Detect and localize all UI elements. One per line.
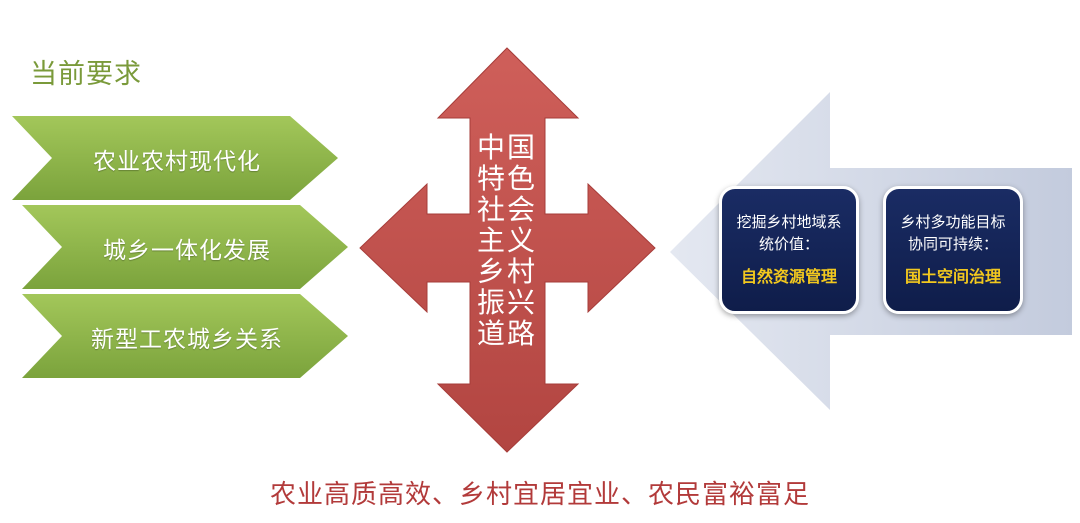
chevron-shape-2	[22, 205, 348, 289]
chevron-shape-3	[22, 294, 348, 378]
info-box-1-text: 挖掘乡村地域系统价值：	[736, 213, 842, 253]
info-box-1-highlight: 自然资源管理	[740, 267, 837, 286]
info-box-2-highlight: 国土空间治理	[904, 267, 1001, 286]
section-title: 当前要求	[30, 59, 142, 90]
info-box-2: 乡村多功能目标协同可持续： 国土空间治理	[883, 186, 1023, 314]
chevron-label-2: 城乡一体化发展	[103, 238, 271, 264]
chevron-label-1: 农业农村现代化	[93, 149, 261, 175]
footer-text: 农业高质高效、乡村宜居宜业、农民富裕富足	[269, 480, 810, 510]
chevron-shape-1	[12, 116, 338, 200]
cross-center-text: 中国特色社会主义乡村振兴道路	[476, 131, 537, 350]
info-box-2-text: 乡村多功能目标协同可持续：	[900, 213, 1006, 253]
left-pointing-arrow	[670, 92, 1072, 410]
cross-arrow	[359, 47, 656, 453]
info-box-1: 挖掘乡村地域系统价值： 自然资源管理	[719, 186, 859, 314]
chevron-label-3: 新型工农城乡关系	[91, 327, 283, 353]
